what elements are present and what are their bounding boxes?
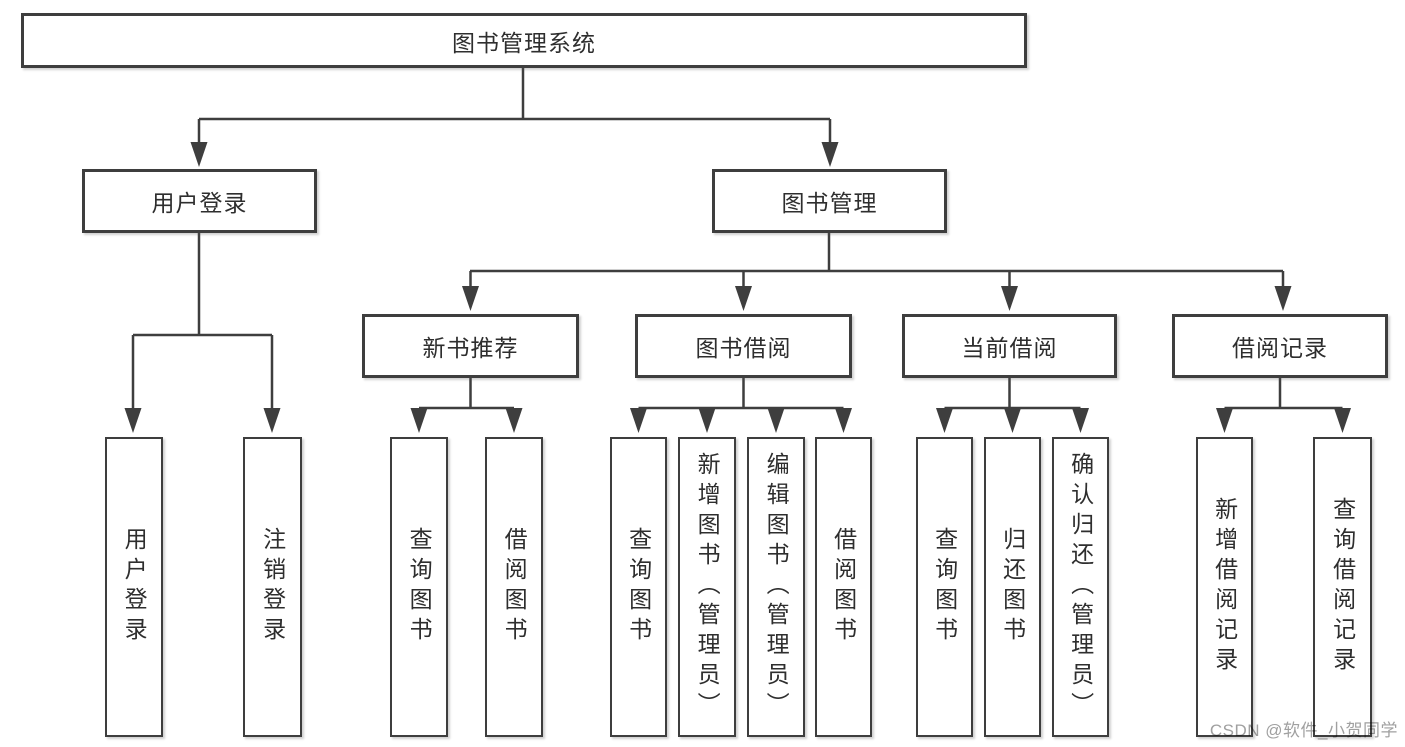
leaf-label: 注销登录 (259, 527, 286, 647)
leaf-label: 确认归还（管理员） (1067, 452, 1094, 722)
arrow-icon (1334, 408, 1351, 433)
leaf-query-borrow-record: 查询借阅记录 (1313, 437, 1372, 737)
leaf-return-book: 归还图书 (984, 437, 1041, 737)
arrow-icon (190, 142, 208, 167)
leaf-label: 新增借阅记录 (1211, 497, 1238, 677)
leaf-label: 借阅图书 (830, 527, 857, 647)
arrow-icon (1001, 286, 1018, 311)
arrow-icon (630, 408, 647, 433)
arrow-icon (263, 408, 281, 433)
connector-currentborrow-split (944, 378, 1081, 410)
arrow-icon (698, 408, 716, 433)
arrow-icon (505, 408, 523, 433)
connector-records-split (1224, 378, 1343, 410)
connector-level2-split (197, 117, 832, 144)
leaf-query-books: 查询图书 (916, 437, 973, 737)
arrow-icon (462, 286, 479, 311)
leaf-query-books: 查询图书 (390, 437, 448, 737)
leaf-label: 编辑图书（管理员） (763, 452, 790, 722)
node-user-login: 用户登录 (82, 169, 317, 233)
node-book-borrowing: 图书借阅 (635, 314, 852, 378)
arrow-icon (1004, 408, 1021, 433)
arrow-icon (821, 142, 839, 167)
leaf-user-login: 用户登录 (105, 437, 163, 737)
arrow-icon (835, 408, 852, 433)
leaf-add-borrow-record: 新增借阅记录 (1196, 437, 1253, 737)
leaf-query-books: 查询图书 (610, 437, 667, 737)
leaf-label: 新增图书（管理员） (694, 452, 721, 722)
arrow-icon (1216, 408, 1233, 433)
leaf-borrow-books: 借阅图书 (485, 437, 543, 737)
leaf-borrow-books: 借阅图书 (815, 437, 872, 737)
arrow-icon (1274, 286, 1292, 311)
arrow-icon (410, 408, 428, 433)
leaf-label: 查询图书 (625, 527, 652, 647)
leaf-edit-book-admin: 编辑图书（管理员） (747, 437, 805, 737)
leaf-label: 归还图书 (999, 527, 1026, 647)
node-root-system: 图书管理系统 (21, 13, 1027, 68)
leaf-label: 查询图书 (931, 527, 958, 647)
watermark: CSDN @软件_小贺同学 (1209, 721, 1398, 740)
connector-userlogin-split (131, 333, 274, 410)
leaf-logout: 注销登录 (243, 437, 302, 737)
leaf-add-book-admin: 新增图书（管理员） (678, 437, 736, 737)
leaf-label: 查询图书 (406, 527, 433, 647)
node-book-management: 图书管理 (712, 169, 947, 233)
leaf-label: 借阅图书 (501, 527, 528, 647)
arrow-icon (1072, 408, 1089, 433)
leaf-label: 用户登录 (121, 527, 148, 647)
connector-level3-split (469, 269, 1285, 288)
node-new-book-recommend: 新书推荐 (362, 314, 579, 378)
arrow-icon (936, 408, 953, 433)
connector-bookborrow-split (638, 378, 844, 410)
arrow-icon (124, 408, 142, 433)
connector-newbook-split (419, 378, 514, 410)
node-borrowing-records: 借阅记录 (1172, 314, 1388, 378)
arrow-icon (735, 286, 752, 311)
leaf-confirm-return-admin: 确认归还（管理员） (1052, 437, 1109, 737)
leaf-label: 查询借阅记录 (1329, 497, 1356, 677)
node-current-borrowing: 当前借阅 (902, 314, 1117, 378)
arrow-icon (767, 408, 785, 433)
